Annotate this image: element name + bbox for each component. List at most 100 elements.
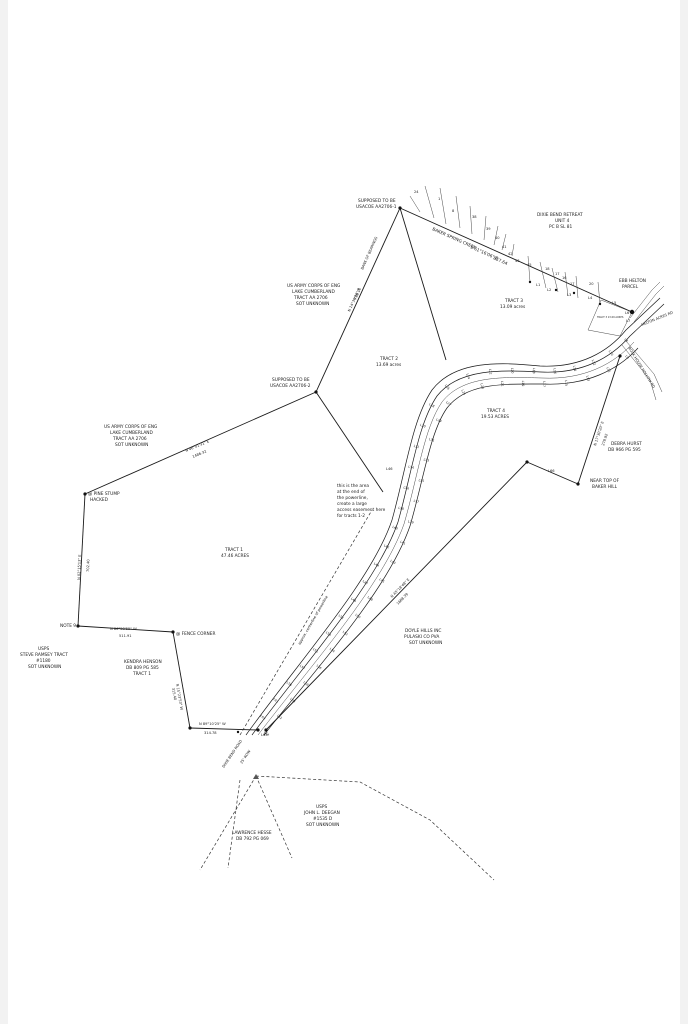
doyle-dist: 1688.39 (396, 592, 410, 606)
l46-label: L46 (386, 467, 393, 471)
line-doyle (265, 461, 528, 731)
area-note-line: at the end of (337, 489, 365, 495)
tract2-line: 13.69 acres (376, 362, 402, 368)
point-lot (554, 288, 558, 292)
fence-bearing: N 86°28'55" W (110, 627, 137, 631)
lot-number: 1 (438, 197, 440, 201)
marker-triangle (253, 774, 259, 779)
line-kendra (172, 631, 191, 729)
lot-number: L4 (588, 296, 593, 300)
lot-line (551, 267, 559, 293)
point-mid (314, 390, 318, 394)
curve-label: L55 (312, 647, 319, 654)
area-note: this is the area at the end of the power… (337, 483, 386, 519)
dixie-retreat-line: UNIT 4 (555, 218, 570, 224)
l65-label: L65 (261, 733, 268, 737)
line-east (577, 355, 621, 485)
lot-line (439, 187, 447, 225)
point-south-e (256, 728, 260, 732)
curve-label: L31 (429, 437, 436, 442)
curve-label: L57 (299, 664, 306, 671)
curve-label: L52 (342, 630, 349, 637)
supposed-top-line1: SUPPOSED TO BE (358, 198, 396, 204)
corps-lower-dist: 1486.32 (192, 449, 207, 458)
debra-label: DEBRA HURST DB 966 PG 595 (608, 441, 642, 453)
kendra-dist: 315.40 (171, 687, 177, 701)
curve-label: L20 (510, 368, 514, 374)
tract2-label: TRACT 2 13.69 acres (376, 356, 402, 368)
lawrence-line: LAWRENCE HESSE (232, 830, 272, 836)
point-note9 (76, 624, 80, 628)
point-apex (398, 206, 402, 210)
curve-label: L38 (398, 506, 405, 511)
left-page-edge (0, 0, 8, 1024)
curve-label: L35 (418, 478, 424, 483)
area-note-line: this is the area (337, 483, 369, 489)
corps-lower-line: US ARMY CORPS OF ENG (104, 424, 157, 430)
doyle-line: SOT UNKNOWN (409, 640, 442, 646)
pine-stump-label: @ PINE STUMP HACKED (88, 491, 120, 503)
east-dist: 278.92 (601, 433, 609, 446)
usps-ramsey-label: USPS STEVE RAMSEY TRACT #1180 SOT UNKNOW… (20, 646, 68, 670)
lawrence-label: LAWRENCE HESSE DB 792 PG 069 (232, 830, 272, 842)
curve-label: L18 (532, 368, 536, 374)
bank-bearings-label: BANK OF BEARINGS (360, 236, 378, 271)
curve-label: L47 (362, 579, 369, 585)
lot-line (483, 215, 487, 241)
helton-line: EBB HELTON (619, 278, 646, 284)
dixie-retreat-label: DIXIE BEND RETREAT UNIT 4 PC B SL 81 (537, 212, 583, 230)
helton-road-branch (621, 281, 665, 401)
curve-label: L53 (325, 630, 332, 637)
curve-label: L48 (367, 595, 374, 602)
dash-lawrence-2 (255, 775, 293, 859)
lot-line (527, 255, 531, 283)
area-note-line: create a large (337, 501, 367, 507)
lot-number: 16 (562, 276, 567, 280)
line-west (77, 493, 86, 627)
curve-label: L49 (350, 597, 357, 604)
boundary-lines (77, 207, 633, 731)
lot-line (501, 233, 507, 251)
corps-lower-line: LAKE CUMBERLAND (110, 430, 153, 436)
curve-label: L29 (435, 417, 442, 423)
helton-line: PARCEL (622, 284, 639, 290)
curve-segment-labels: L8L9L10L11L12L13L14L15L16L17L18L19L20L21… (259, 337, 629, 736)
pine-stump-line: @ PINE STUMP (88, 491, 120, 497)
corps-upper-line: TRACT AA 2706 (293, 295, 328, 301)
curve-label: L44 (373, 562, 380, 568)
supposed-mid-line2: USACOE AA2706-2 (270, 383, 311, 389)
point-road-w (236, 730, 240, 734)
west-dist: 702.40 (86, 559, 90, 572)
curve-label: L45 (378, 577, 385, 583)
lot-number: 45 (527, 263, 532, 267)
corps-lower-bearing: N 46°01'31" E (185, 439, 211, 453)
doyle-line: DOYLE HILLS INC (405, 628, 441, 634)
baker-hill-line: NEAR TOP OF (590, 478, 620, 484)
curve-label: L54 (329, 647, 336, 654)
supposed-top-line2: USACOE AA2706-1 (356, 204, 397, 210)
lawrence-line: DB 792 PG 069 (236, 836, 269, 842)
dash-left (227, 779, 241, 869)
point-fence (171, 630, 175, 634)
south-dist: 314.78 (204, 731, 217, 735)
lot-number: 38 (472, 215, 477, 219)
road-lines (245, 297, 665, 736)
rockhouse-branch-1 (621, 344, 657, 401)
curve-label: L30 (419, 423, 426, 429)
curve-label: L50 (354, 613, 361, 620)
baker-hill-line: BAKER HILL (592, 484, 618, 490)
point-lot (528, 280, 532, 284)
curve-label: L42 (383, 543, 390, 549)
lot-line (424, 185, 435, 219)
curve-label: L25 (460, 389, 466, 396)
point-lot (572, 291, 576, 295)
curve-label: L28 (428, 402, 435, 408)
dashed-lines (199, 509, 495, 881)
dixie-retreat-line: DIXIE BEND RETREAT (537, 212, 583, 218)
l66-label: L66 (548, 469, 555, 473)
corps-upper-line: LAKE CUMBERLAND (292, 289, 335, 295)
curve-label: L60 (289, 697, 296, 704)
road-centerline (257, 341, 635, 736)
helton-branch-2 (633, 285, 665, 323)
